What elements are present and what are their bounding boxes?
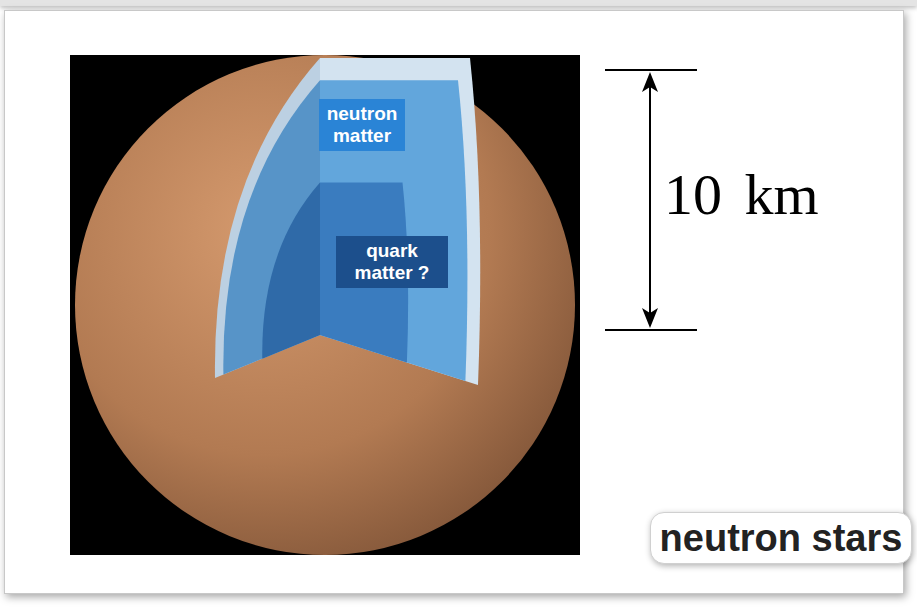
neutron-layer-left [223,80,320,374]
layer-label: quark matter ? [336,236,448,288]
title-box: neutron stars [650,512,912,564]
core-left [262,183,320,359]
top-bar [0,0,917,6]
node-text: neutron stars [659,516,903,560]
dimension-label: 10 km [664,160,819,230]
neutron-layer-right [320,80,467,381]
node-text: quark matter ? [340,240,444,284]
arrow-head [642,72,658,92]
layer-label: neutron matter [319,99,405,151]
star-sphere [75,55,575,555]
crust-left [215,58,320,378]
crust-right [320,58,480,385]
node-text: neutron matter [322,103,402,147]
arrow-head [642,308,658,328]
image-background [70,55,580,555]
